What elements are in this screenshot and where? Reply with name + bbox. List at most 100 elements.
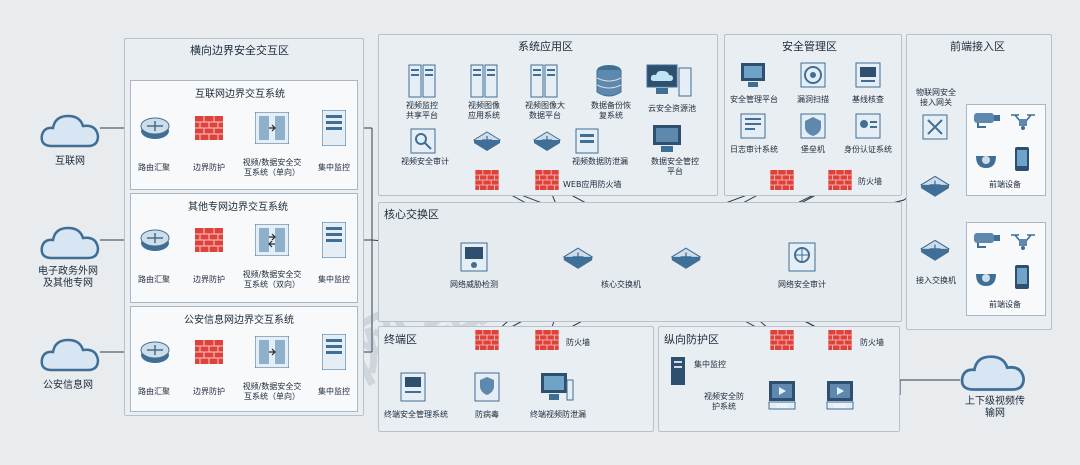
- access-switch-label: 接入交换机: [916, 276, 956, 285]
- video-audit-label: 视频安全审计: [401, 157, 449, 166]
- firewall-icon: [195, 228, 223, 252]
- firewall-icon: [535, 170, 559, 190]
- vertical-fw-label: 防火墙: [860, 338, 884, 347]
- app-label: 视频图像大 数据平台: [525, 101, 565, 120]
- terminal-item-label: 终端视频防泄漏: [530, 410, 586, 419]
- camera-icon: [974, 113, 1000, 128]
- vsg-label: VSG: [833, 403, 847, 410]
- police-system-title: 公安信息网边界交互系统: [184, 315, 294, 326]
- server-icon: [470, 64, 498, 98]
- dome-camera-icon: [976, 156, 996, 168]
- fw-label: 边界防护: [193, 163, 225, 172]
- log-audit-icon: [740, 113, 766, 139]
- core-switch-label: 核心交换机: [601, 280, 641, 289]
- drone-icon: [1011, 234, 1035, 250]
- cloud-icon: [960, 355, 1025, 391]
- cloud-label-egov: 电子政务外网 及其他专网: [38, 266, 98, 289]
- front-device-label: 前端设备: [989, 300, 1021, 309]
- firewall-icon: [475, 170, 499, 190]
- threat-detection-label: 网络威胁检测: [450, 280, 498, 289]
- front-zone-title: 前端接入区: [950, 40, 1005, 53]
- switch-icon: [473, 131, 501, 151]
- terminal-mgmt-icon: [400, 372, 426, 402]
- terminal-fw-label: 防火墙: [566, 338, 590, 347]
- terminal-item-label: 防病毒: [475, 410, 499, 419]
- vertical-zone-title: 纵向防护区: [664, 333, 719, 346]
- baseline-check-icon: [855, 62, 881, 88]
- terminal-zone-title: 终端区: [384, 333, 417, 346]
- firewall-icon: [195, 116, 223, 140]
- app-zone-title: 系统应用区: [518, 40, 573, 53]
- bastion-host-icon: [800, 113, 826, 139]
- app-label: 数据备份恢 复系统: [591, 101, 631, 120]
- database-icon: [596, 65, 622, 97]
- core-switching-zone: [378, 202, 902, 322]
- data-mgmt-label: 数据安全管控 平台: [651, 157, 699, 176]
- cloud-pool-icon: [646, 64, 692, 97]
- network-audit-icon: [788, 242, 816, 272]
- cloud-icon: [40, 226, 100, 260]
- security-item-label: 安全管理平台: [730, 95, 778, 104]
- cloud-icon: [40, 114, 100, 148]
- vulnerability-scan-icon: [800, 62, 826, 88]
- vsg-icon: [768, 381, 796, 410]
- camera-icon: [974, 233, 1000, 248]
- security-fw-label: 防火墙: [858, 177, 882, 186]
- video-protect-label: 视频安全防 护系统: [704, 392, 744, 411]
- firewall-icon: [828, 170, 852, 190]
- gateway-label: 视频/数据安全交 互系统（单向）: [242, 158, 302, 177]
- dome-camera-icon: [976, 274, 996, 286]
- server-monitor-icon: [322, 334, 346, 370]
- router-label: 路由汇聚: [138, 387, 170, 396]
- switch-icon: [920, 239, 950, 261]
- fw-label: 边界防护: [193, 387, 225, 396]
- internet-boundary-system: [130, 80, 358, 190]
- server-monitor-icon: [322, 110, 346, 146]
- security-gateway-icon: [255, 112, 289, 144]
- monitor-label: 集中监控: [318, 163, 350, 172]
- firewall-icon: [535, 330, 559, 350]
- router-label: 路由汇聚: [138, 275, 170, 284]
- server-icon: [408, 64, 436, 98]
- core-switch-icon: [670, 247, 702, 269]
- vertical-monitor-label: 集中监控: [694, 360, 726, 369]
- iot-gateway-label: 物联网安全 接入网关: [916, 88, 956, 107]
- server-icon: [530, 64, 558, 98]
- lateral-zone-title: 横向边界安全交互区: [190, 44, 289, 57]
- firewall-icon: [475, 330, 499, 350]
- network-audit-label: 网络安全审计: [778, 280, 826, 289]
- firewall-icon: [770, 330, 794, 350]
- internet-system-title: 互联网边界交互系统: [195, 89, 285, 100]
- server-monitor-icon: [322, 222, 346, 258]
- security-platform-icon: [741, 63, 765, 87]
- security-item-label: 漏洞扫描: [797, 95, 829, 104]
- gateway-label: 视频/数据安全交 互系统（双向）: [242, 270, 302, 289]
- security-item-label: 日志审计系统: [730, 145, 778, 154]
- data-leak-label: 视频数据防泄漏: [572, 157, 628, 166]
- data-leak-icon: [575, 128, 599, 154]
- vsg-label: VSG: [775, 403, 789, 410]
- router-label: 路由汇聚: [138, 163, 170, 172]
- antivirus-icon: [474, 372, 500, 402]
- phone-icon: [1015, 265, 1029, 289]
- security-item-label: 堡垒机: [801, 145, 825, 154]
- fw-label: 边界防护: [193, 275, 225, 284]
- cloud-label-internet: 互联网: [55, 156, 85, 167]
- system-application-zone: [378, 34, 718, 196]
- app-label: 视频图像 应用系统: [468, 101, 500, 120]
- cloud-label-video-net: 上下级视频传 输网: [965, 396, 1025, 419]
- monitor-label: 集中监控: [318, 387, 350, 396]
- router-icon: [140, 117, 170, 139]
- private-boundary-system: [130, 193, 358, 303]
- threat-detection-icon: [460, 242, 488, 272]
- private-system-title: 其他专网边界交互系统: [188, 202, 288, 213]
- data-mgmt-icon: [653, 125, 681, 152]
- security-item-label: 身份认证系统: [844, 145, 892, 154]
- switch-icon: [533, 131, 561, 151]
- router-icon: [140, 229, 170, 251]
- front-device-label: 前端设备: [989, 180, 1021, 189]
- core-zone-title: 核心交换区: [384, 208, 439, 221]
- cloud-label-police: 公安信息网: [43, 380, 93, 391]
- gateway-label: 视频/数据安全交 互系统（单向）: [242, 382, 302, 401]
- security-zone-title: 安全管理区: [782, 40, 837, 53]
